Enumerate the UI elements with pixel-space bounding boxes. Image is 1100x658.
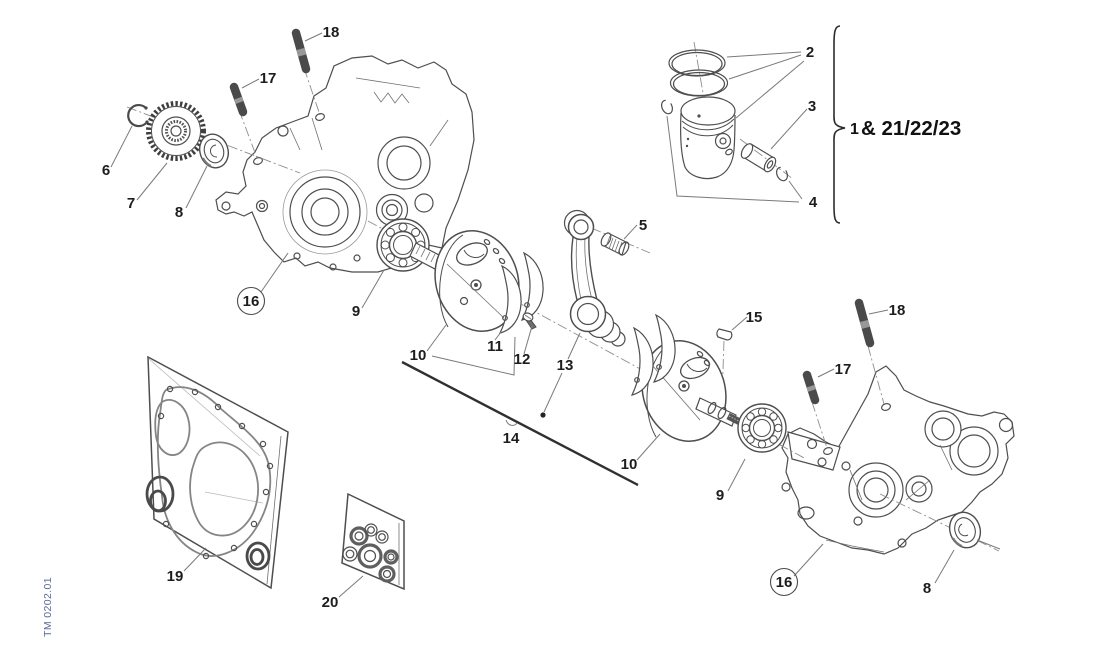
washer-plates-11-left [498, 251, 544, 334]
callout-17-lower: 17 [835, 361, 852, 378]
piston-pin [740, 143, 777, 173]
callout-circle-16-left [236, 286, 266, 316]
callout-19: 19 [167, 568, 184, 585]
oil-seal-8-right [948, 511, 982, 549]
callout-18-lower: 18 [889, 302, 906, 319]
plate-code: TM 0202.01 [42, 577, 54, 637]
washer-plates-11-right [630, 313, 676, 396]
callout-9-right: 9 [716, 487, 724, 504]
callout-16-right: 16 [776, 574, 793, 591]
callout-11: 11 [487, 338, 503, 355]
callout-17-upper: 17 [260, 70, 277, 87]
stud-18-lower [854, 298, 875, 348]
callouts: 18 17 6 7 8 16 9 10 11 12 13 5 2 3 4 15 … [102, 24, 931, 611]
woodruff-key-15 [716, 328, 733, 341]
callout-6: 6 [102, 162, 110, 179]
group-reference-note: & 21/22/23 [861, 117, 961, 140]
callout-8-left: 8 [175, 204, 183, 221]
group-reference-prefix: 1 [850, 121, 859, 138]
crankshaft-assembly-line [401, 360, 639, 487]
callout-2: 2 [806, 44, 814, 61]
stud-17-upper [229, 82, 248, 117]
callout-15: 15 [746, 309, 763, 326]
callout-5: 5 [639, 217, 647, 234]
bearing-9-right [737, 403, 787, 453]
callout-14: 14 [503, 430, 520, 447]
callout-9-left: 9 [352, 303, 360, 320]
group-brace [833, 25, 846, 224]
leader-lines [110, 32, 1001, 598]
callout-12: 12 [514, 351, 531, 368]
stud-17-lower [802, 370, 820, 405]
oil-seal-8-left [198, 133, 230, 169]
crank-half-10-left [409, 230, 520, 332]
callout-18-upper: 18 [323, 24, 340, 41]
crankcase-half-right [781, 365, 1015, 555]
callout-13: 13 [557, 357, 574, 374]
callout-10-left: 10 [410, 347, 427, 364]
bearing-9-left [376, 218, 430, 272]
callout-20: 20 [322, 594, 339, 611]
primary-gear-7 [146, 101, 206, 161]
connecting-rod-13 [563, 209, 626, 347]
seal-kit-panel [341, 492, 405, 591]
callout-16-left: 16 [243, 293, 260, 310]
screw-12 [522, 312, 537, 330]
callout-7: 7 [127, 195, 135, 212]
callout-4: 4 [809, 194, 818, 211]
crankcase-half-left [215, 55, 475, 273]
stud-18-upper [291, 28, 311, 74]
circlip-6 [127, 103, 149, 128]
callout-circle-16-right [769, 567, 799, 597]
gasket-set-panel [145, 355, 289, 590]
piston [680, 96, 736, 180]
callout-3: 3 [808, 98, 816, 115]
needle-cage-5 [600, 232, 630, 256]
callout-10-right: 10 [621, 456, 638, 473]
callout-8-right: 8 [923, 580, 931, 597]
piston-rings [668, 49, 729, 97]
pin-circlips [660, 99, 789, 182]
